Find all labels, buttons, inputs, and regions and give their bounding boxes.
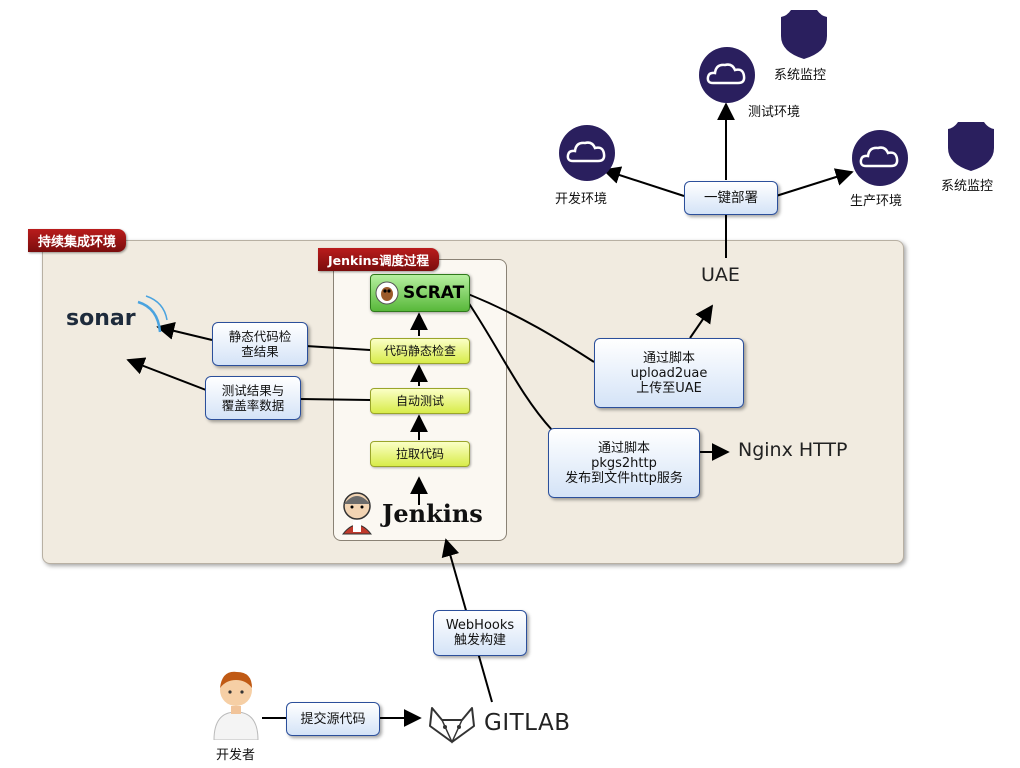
test-monitor-label: 系统监控	[774, 68, 827, 83]
scrat-label: SCRAT	[403, 283, 465, 303]
developer-label: 开发者	[216, 748, 256, 763]
developer-node	[210, 666, 262, 744]
pull-code-step: 拉取代码	[370, 441, 470, 467]
dev-env-node	[558, 124, 616, 186]
prod-env-label: 生产环境	[850, 194, 903, 209]
developer-icon	[213, 671, 259, 741]
test-feed-line	[299, 398, 371, 401]
commit-source-box: 提交源代码	[286, 702, 380, 736]
prod-monitor-node	[946, 120, 996, 176]
jenkins-butler-icon	[341, 492, 373, 535]
static-check-to-sonar-arrow	[156, 322, 213, 341]
webhooks-trigger-box: WebHooks 触发构建	[433, 610, 527, 656]
sonar-wordmark: sonar	[66, 306, 136, 331]
gitlab-logo: GITLAB	[428, 702, 571, 744]
prod-env-node	[851, 129, 909, 191]
shield-icon	[948, 122, 994, 171]
jenkins-wordmark: Jenkins	[382, 498, 483, 528]
sonar-waves-icon	[137, 295, 168, 333]
gitlab-fox-icon	[429, 707, 475, 744]
ci-environment-label: 持续集成环境	[28, 229, 127, 252]
shield-icon	[781, 10, 827, 59]
test-monitor-node	[779, 8, 829, 64]
scrat-node: SCRAT	[370, 274, 470, 312]
publish-to-http-box: 通过脚本 pkgs2http 发布到文件http服务	[548, 428, 700, 498]
upload-to-uae-box: 通过脚本 upload2uae 上传至UAE	[594, 338, 744, 408]
static-check-result-box: 静态代码检 查结果	[212, 322, 308, 366]
prod-monitor-label: 系统监控	[941, 179, 994, 194]
sonar-logo: sonar	[66, 295, 168, 333]
test-env-label: 测试环境	[748, 105, 801, 120]
scrat-squirrel-icon	[375, 281, 399, 305]
nginx-http-label: Nginx HTTP	[738, 439, 848, 461]
one-click-deploy-box: 一键部署	[684, 181, 778, 215]
jenkins-logo: Jenkins	[338, 490, 483, 536]
auto-test-step: 自动测试	[370, 388, 470, 414]
test-env-node	[698, 46, 756, 108]
static-check-feed-line	[305, 345, 371, 351]
cloud-icon	[852, 130, 908, 186]
scrat-to-upload-line	[467, 293, 595, 363]
scrat-to-publish-line	[467, 301, 553, 431]
cloud-icon	[559, 125, 615, 181]
deploy-to-prod-arrow	[775, 168, 854, 197]
dev-env-label: 开发环境	[555, 192, 608, 207]
test-coverage-result-box: 测试结果与 覆盖率数据	[205, 376, 301, 420]
upload-to-uae-arrow	[689, 304, 714, 339]
cloud-icon	[699, 47, 755, 103]
deploy-to-dev-arrow	[602, 166, 685, 197]
test-to-sonar-arrow	[126, 357, 207, 391]
jenkins-process-label: Jenkins调度过程	[318, 248, 439, 271]
static-check-step: 代码静态检查	[370, 338, 470, 364]
uae-label: UAE	[701, 264, 740, 286]
gitlab-wordmark: GITLAB	[484, 710, 571, 736]
